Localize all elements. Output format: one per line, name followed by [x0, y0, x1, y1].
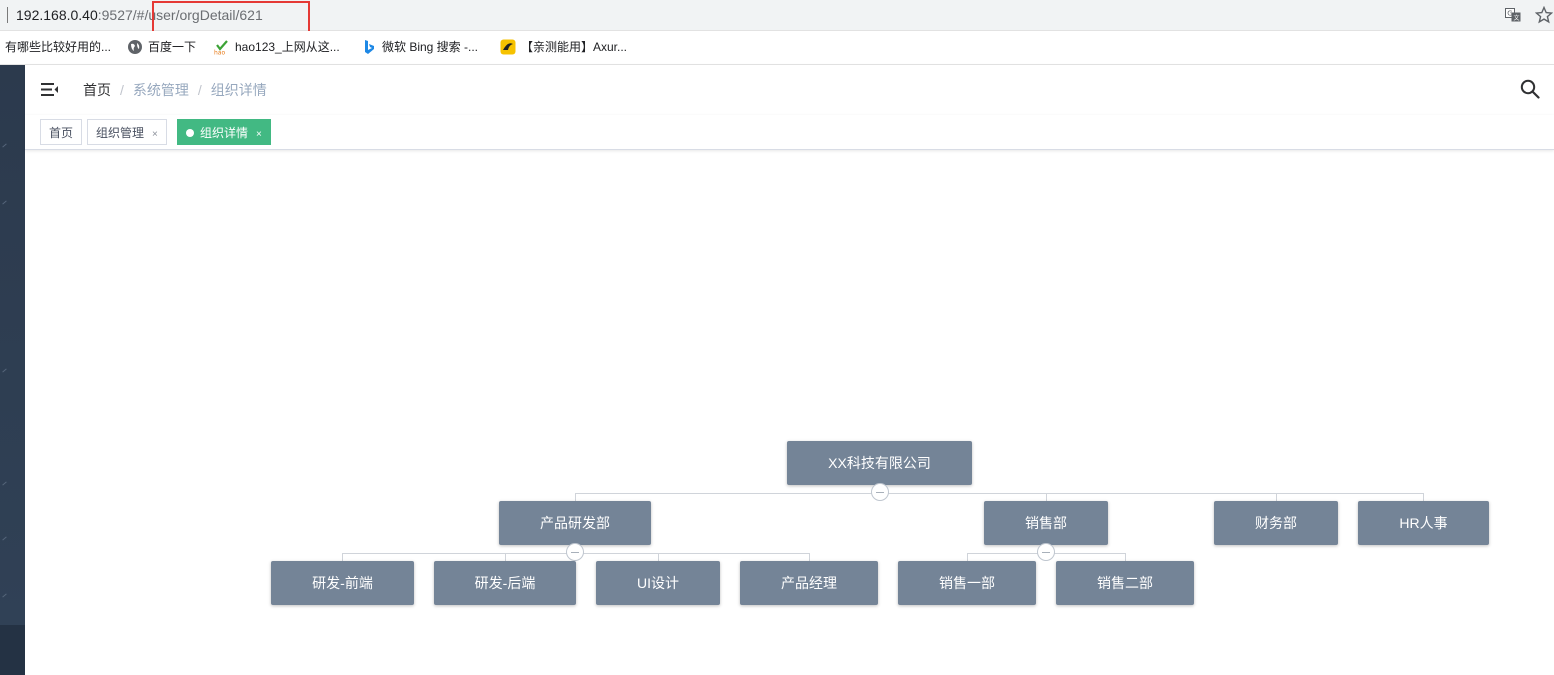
bookmark-label: 百度一下 [148, 40, 197, 54]
collapse-toggle-icon[interactable] [566, 543, 584, 561]
breadcrumb-separator: / [197, 82, 202, 98]
close-icon[interactable]: × [256, 129, 262, 140]
org-node-team[interactable]: 产品经理 [740, 561, 878, 605]
org-node-root[interactable]: XX科技有限公司 [787, 441, 972, 485]
bookmark-label: 微软 Bing 搜索 -... [382, 40, 479, 54]
tag-label: 首页 [49, 126, 74, 140]
sidebar-arrow-icon[interactable] [2, 536, 7, 541]
hao123-icon: hao [214, 40, 228, 56]
org-node-team[interactable]: 销售一部 [898, 561, 1036, 605]
svg-text:G: G [1507, 10, 1512, 18]
bookmark-item[interactable]: hao hao123_上网从这... [214, 39, 340, 55]
sidebar-footer [0, 625, 25, 675]
sidebar [0, 65, 25, 625]
bing-icon [365, 40, 374, 54]
address-bar[interactable]: 192.168.0.40:9527/#/user/orgDetail/621 G… [0, 0, 1554, 34]
sidebar-arrow-icon[interactable] [2, 593, 7, 598]
bookmark-label: 有哪些比较好用的... [5, 40, 112, 54]
org-node-team[interactable]: UI设计 [596, 561, 720, 605]
close-icon[interactable]: × [152, 129, 158, 140]
tag-label: 组织详情 [200, 126, 249, 140]
sidebar-arrow-icon[interactable] [2, 143, 7, 148]
org-node-team[interactable]: 研发-后端 [434, 561, 576, 605]
bookmark-item[interactable]: 微软 Bing 搜索 -... [361, 39, 478, 55]
sidebar-arrow-icon[interactable] [2, 368, 7, 373]
org-node-team[interactable]: 销售二部 [1056, 561, 1194, 605]
breadcrumb-org-detail: 组织详情 [210, 82, 267, 98]
navbar: 首页 / 系统管理 / 组织详情 [25, 65, 1554, 115]
tag-org-management[interactable]: 组织管理 × [87, 119, 167, 145]
hamburger-icon[interactable] [41, 82, 59, 97]
active-dot-icon [186, 129, 194, 137]
url-text[interactable]: 192.168.0.40:9527/#/user/orgDetail/621 [16, 6, 263, 24]
breadcrumb-separator: / [120, 82, 124, 98]
org-node-department[interactable]: 财务部 [1214, 501, 1338, 545]
org-node-department[interactable]: 产品研发部 [499, 501, 651, 545]
bookmark-label: hao123_上网从这... [235, 40, 340, 54]
tag-home[interactable]: 首页 [40, 119, 83, 145]
org-node-department[interactable]: 销售部 [984, 501, 1108, 545]
svg-text:hao: hao [214, 50, 225, 56]
url-host: 192.168.0.40 [16, 7, 98, 23]
bookmark-item[interactable]: 百度一下 [127, 39, 196, 55]
sidebar-arrow-icon[interactable] [2, 481, 7, 486]
bookmark-star-icon[interactable] [1535, 6, 1553, 24]
text-cursor [7, 7, 8, 23]
collapse-toggle-icon[interactable] [871, 483, 889, 501]
svg-text:文: 文 [1514, 14, 1520, 22]
bookmark-item[interactable]: 有哪些比较好用的... [5, 39, 111, 55]
tag-label: 组织管理 [96, 126, 145, 140]
globe-icon [128, 40, 142, 54]
translate-icon[interactable]: G 文 [1504, 6, 1522, 24]
breadcrumb-system-management: 系统管理 [132, 82, 189, 98]
tag-org-detail[interactable]: 组织详情 × [177, 119, 271, 145]
axure-icon [500, 39, 516, 55]
tags-view: 首页 组织管理 × 组织详情 × [25, 115, 1554, 150]
bookmark-item[interactable]: 【亲测能用】Axur... [500, 39, 627, 55]
url-path: :9527/#/user/orgDetail/621 [97, 7, 263, 23]
org-node-department[interactable]: HR人事 [1358, 501, 1489, 545]
org-node-team[interactable]: 研发-前端 [271, 561, 414, 605]
breadcrumb-home[interactable]: 首页 [83, 82, 111, 98]
sidebar-arrow-icon[interactable] [2, 200, 7, 205]
collapse-toggle-icon[interactable] [1037, 543, 1055, 561]
bookmark-label: 【亲测能用】Axur... [521, 40, 628, 54]
bookmarks-bar: 有哪些比较好用的... 百度一下 hao hao123_上网从这... 微软 B… [0, 31, 1554, 65]
url-highlight-box [152, 1, 310, 34]
breadcrumb: 首页 / 系统管理 / 组织详情 [83, 82, 267, 98]
search-icon[interactable] [1520, 79, 1540, 99]
